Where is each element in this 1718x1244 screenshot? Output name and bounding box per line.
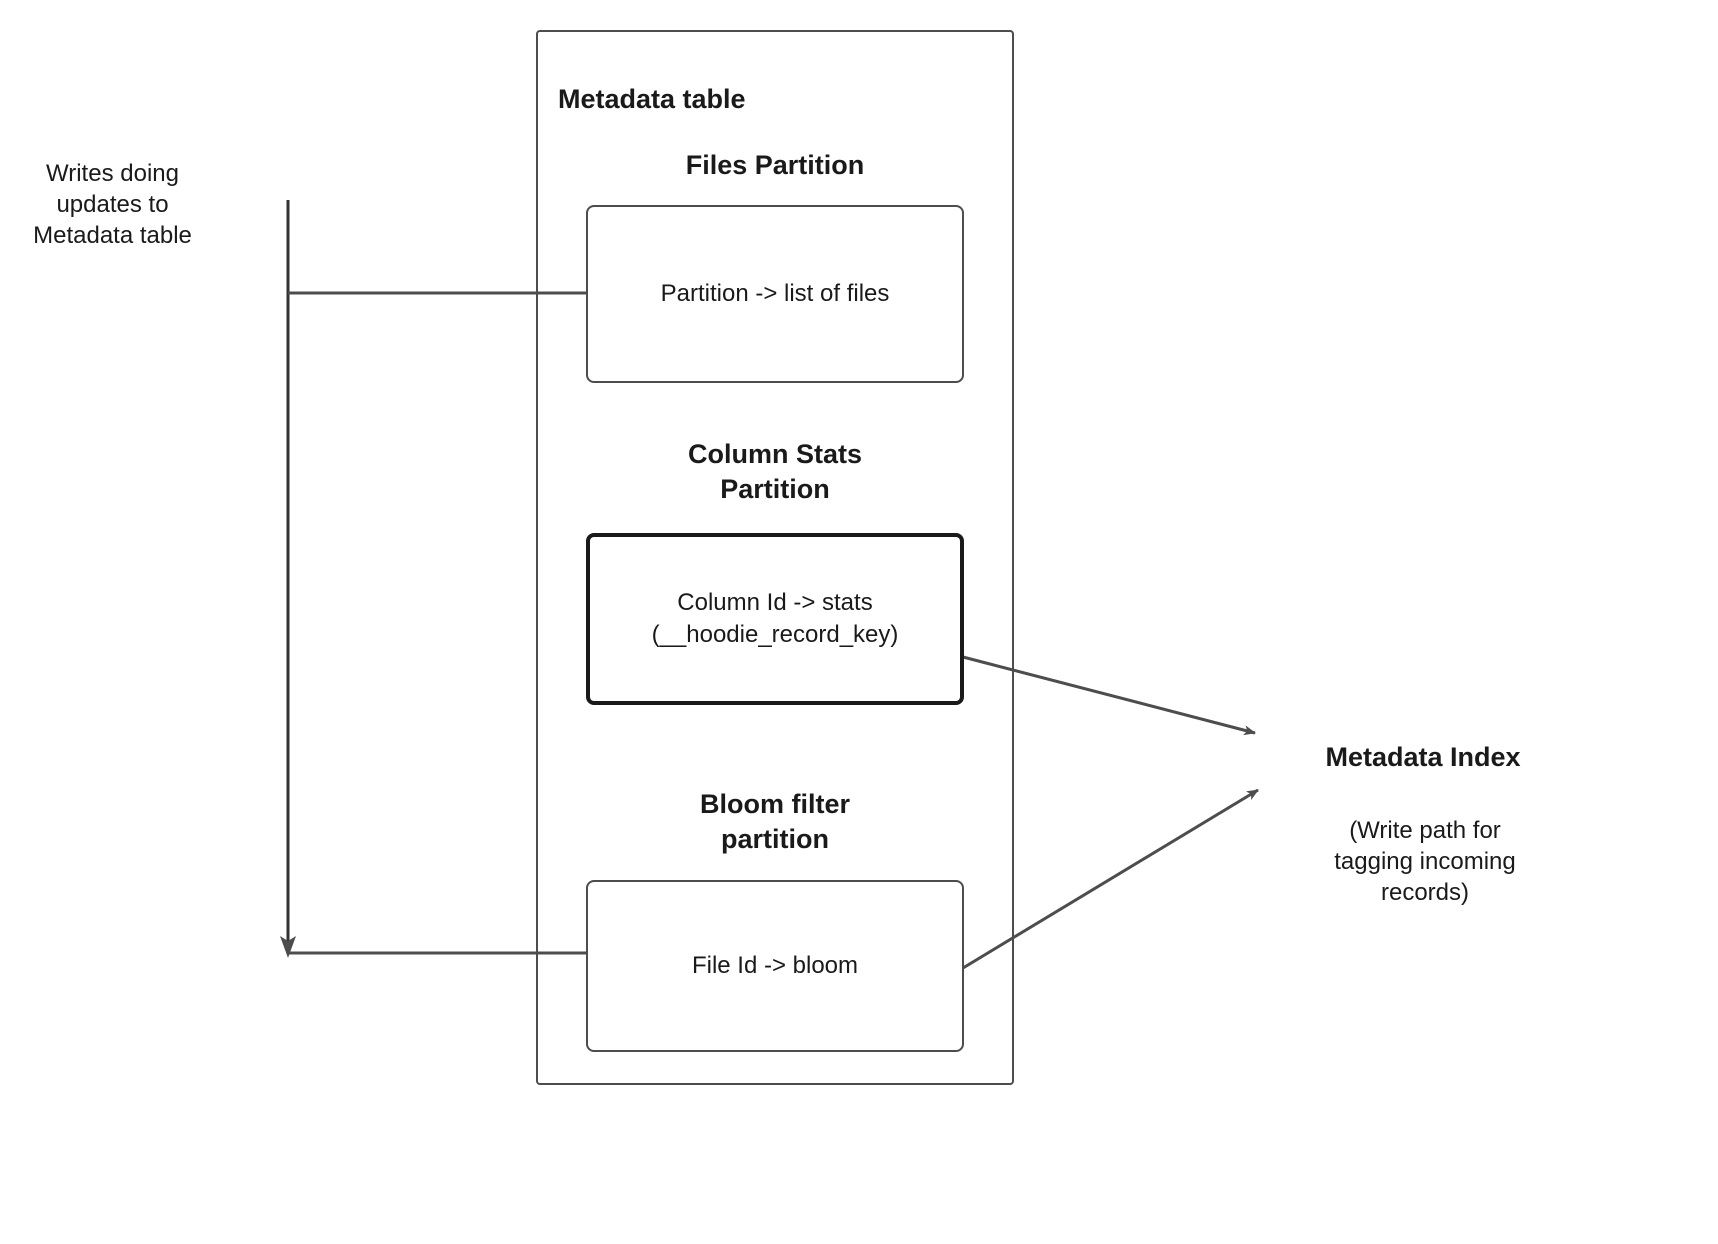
writes-bus-arrowhead <box>280 936 296 958</box>
column-stats-partition-box: Column Id -> stats (__hoodie_record_key) <box>586 533 964 705</box>
column-stats-partition-heading: Column Stats Partition <box>687 439 862 505</box>
files-partition-box-label: Partition -> list of files <box>660 279 890 307</box>
metadata-table-title: Metadata table <box>558 84 746 114</box>
metadata-index-title: Metadata Index <box>1325 742 1521 772</box>
writes-doing-updates-label: Writes doing updates to Metadata table <box>33 160 192 250</box>
files-partition-heading: Files Partition <box>685 150 865 180</box>
metadata-table-container <box>536 30 1014 1085</box>
column-stats-partition-box-label: Column Id -> stats (__hoodie_record_key) <box>651 588 899 648</box>
files-partition-box: Partition -> list of files <box>586 205 964 383</box>
bloom-filter-partition-box-label: File Id -> bloom <box>691 951 859 979</box>
bloom-filter-partition-box: File Id -> bloom <box>586 880 964 1052</box>
metadata-index-caption: (Write path for tagging incoming records… <box>1334 817 1516 907</box>
bloom-filter-partition-heading: Bloom filter partition <box>699 789 850 855</box>
